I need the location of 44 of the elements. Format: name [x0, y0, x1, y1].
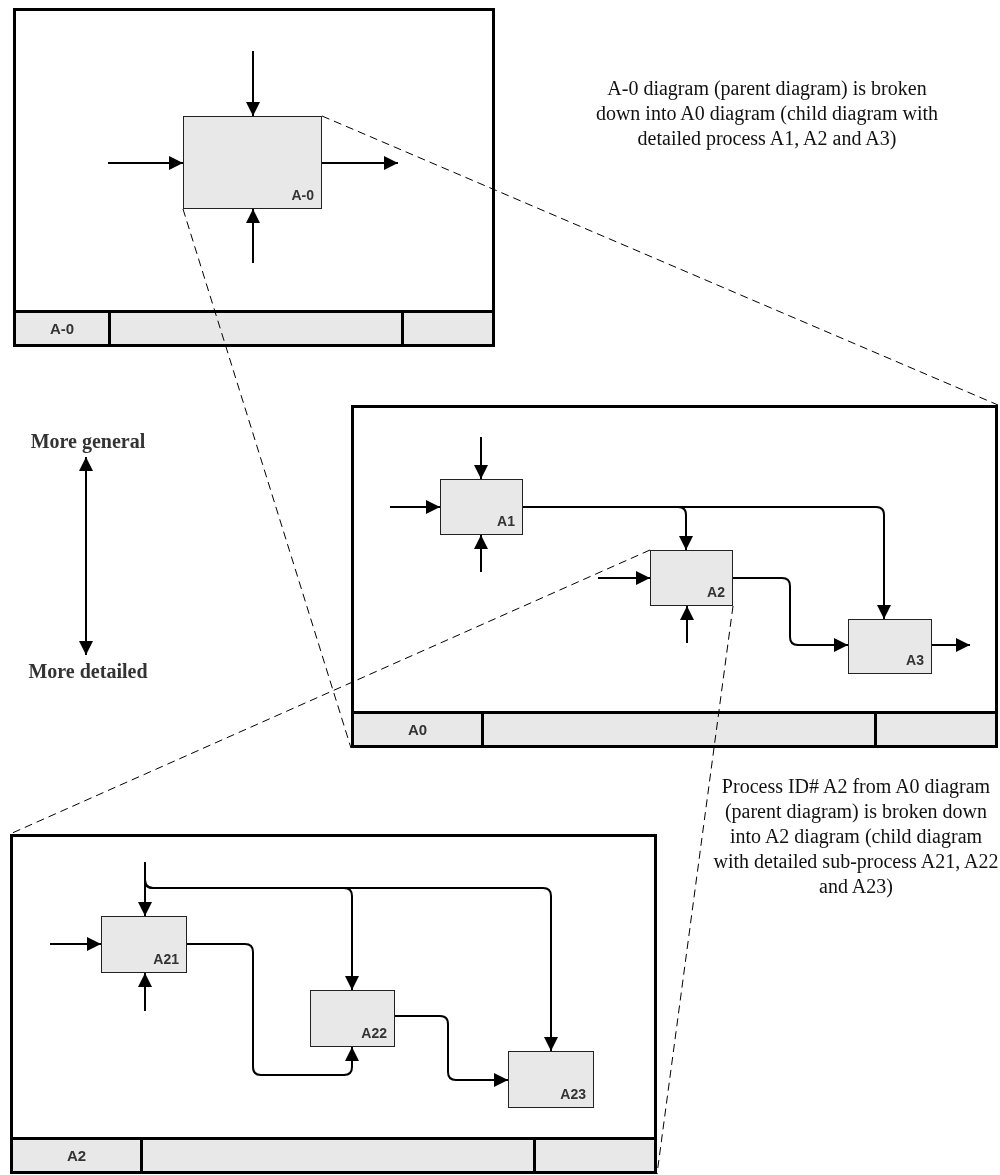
arrow: [186, 943, 359, 1076]
process-id: A22: [361, 1025, 387, 1041]
arrow: [389, 500, 441, 514]
diagram-id: A0: [354, 714, 484, 745]
process-id: A1: [497, 513, 515, 529]
arrow: [49, 937, 102, 951]
process-box: [650, 550, 733, 606]
diagram-frame: [13, 8, 495, 347]
process-box: [310, 990, 395, 1047]
diagram-frame: [351, 405, 998, 748]
arrow: [931, 638, 971, 652]
process-id: A2: [707, 584, 725, 600]
arrow: [107, 156, 184, 170]
process-box: [183, 116, 322, 209]
arrow: [732, 577, 849, 652]
zoom-line: [182, 208, 352, 749]
arrow: [394, 1015, 509, 1087]
arrow: [138, 972, 152, 1012]
diagram-frame: [10, 834, 657, 1174]
arrow: [474, 436, 488, 480]
arrow: [246, 50, 260, 117]
diagram-id: A2: [13, 1140, 143, 1171]
arrow: [474, 534, 488, 573]
double-arrow: [79, 456, 93, 656]
level-label: More detailed: [8, 655, 168, 687]
process-id: A-0: [291, 187, 314, 203]
arrow: [680, 605, 694, 644]
process-id: A3: [906, 652, 924, 668]
process-box: [508, 1051, 594, 1108]
annotation-text: Process ID# A2 from A0 diagram (parent diagram) is broken down into A2 diagram (child diagram with detailed sub-process A21, A22 and A23): [712, 774, 1000, 899]
process-box: [101, 916, 187, 973]
arrow: [246, 208, 260, 264]
level-label: More general: [8, 425, 168, 457]
process-box: [848, 619, 932, 674]
zoom-line: [656, 605, 734, 1175]
zoom-line: [321, 115, 999, 406]
annotation-text: A-0 diagram (parent diagram) is broken down into A0 diagram (child diagram with detailed process A1, A2 and A3): [594, 76, 940, 151]
diagram-id: A-0: [16, 313, 111, 344]
arrow: [321, 156, 399, 170]
arrow: [597, 571, 651, 585]
arrow: [144, 861, 558, 1052]
process-id: A21: [153, 951, 179, 967]
process-box: [440, 479, 523, 535]
process-id: A23: [560, 1086, 586, 1102]
